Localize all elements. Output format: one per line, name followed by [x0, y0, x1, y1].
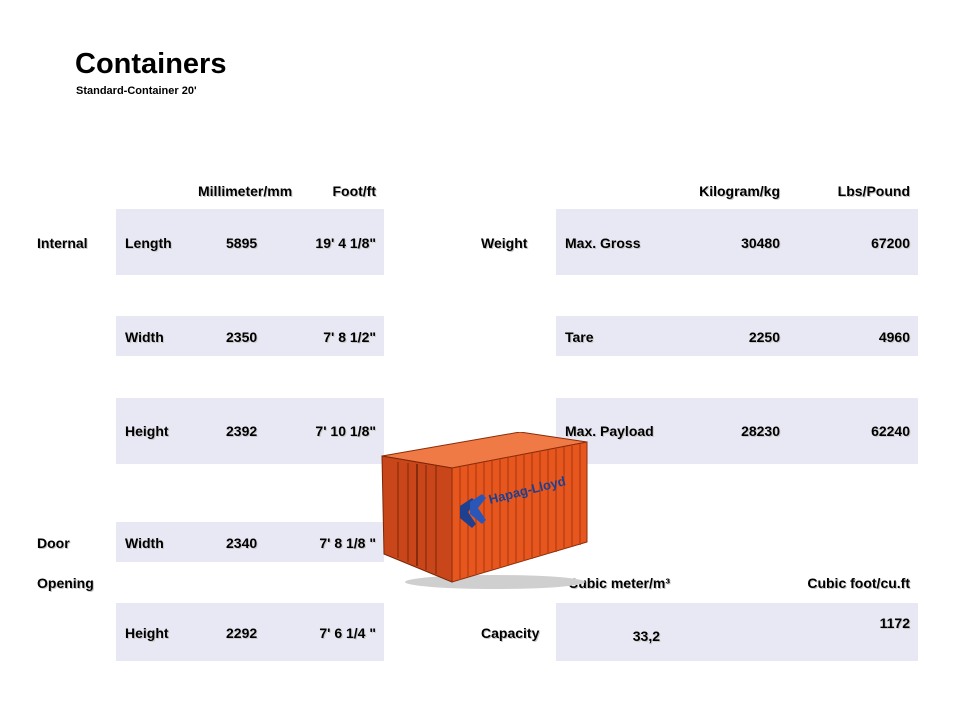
- row-mm: 2292: [226, 625, 258, 641]
- capacity-m3-value: 33,2: [632, 628, 660, 644]
- weight-row-lbs: 62240: [871, 423, 910, 439]
- row-name: Length: [125, 235, 172, 251]
- header-millimeter: Millimeter/mm: [198, 183, 293, 199]
- weight-row-name: Max. Gross: [565, 235, 641, 251]
- cell-bg-max-gross: [556, 209, 918, 275]
- label-capacity: Capacity: [481, 625, 540, 641]
- header-lbs: Lbs/Pound: [837, 183, 910, 199]
- cell-bg-capacity: [556, 603, 918, 661]
- container-door-bars: [397, 462, 437, 574]
- row-mm: 2392: [226, 423, 258, 439]
- row-ft: 7' 8 1/2": [323, 329, 376, 345]
- label-door: Door: [37, 535, 70, 551]
- cell-bg-length: [116, 209, 384, 275]
- weight-row-lbs: 4960: [878, 329, 910, 345]
- container-corrugation: [459, 444, 581, 580]
- shipping-container-icon: Hapag-Lloyd: [381, 432, 588, 589]
- weight-row-kg: 30480: [741, 235, 780, 251]
- header-cubic-foot: Cubic foot/cu.ft: [807, 575, 910, 591]
- weight-row-name: Max. Payload: [565, 423, 654, 439]
- cell-bg-door-height: [116, 603, 384, 661]
- cell-bg-max-payload: [556, 398, 918, 464]
- weight-row-lbs: 67200: [871, 235, 910, 251]
- cell-bg-door-width: [116, 522, 384, 562]
- cell-bg-width: [116, 316, 384, 356]
- row-mm: 2340: [226, 535, 258, 551]
- weight-row-name: Tare: [565, 329, 594, 345]
- container-shadow: [405, 575, 585, 589]
- weight-row-kg: 28230: [741, 423, 780, 439]
- row-name: Height: [125, 625, 169, 641]
- row-ft: 7' 10 1/8": [315, 423, 376, 439]
- cell-bg-height: [116, 398, 384, 464]
- header-kilogram: Kilogram/kg: [699, 183, 780, 199]
- cell-bg-tare: [556, 316, 918, 356]
- header-foot: Foot/ft: [332, 183, 376, 199]
- label-internal: Internal: [37, 235, 88, 251]
- row-ft: 7' 8 1/8 ": [319, 535, 376, 551]
- label-weight: Weight: [481, 235, 528, 251]
- header-cubic-meter: Cubic meter/m³: [568, 575, 670, 591]
- row-ft: 19' 4 1/8": [315, 235, 376, 251]
- container-side: [451, 441, 588, 583]
- page-title: Containers: [75, 48, 227, 80]
- row-ft: 7' 6 1/4 ": [319, 625, 376, 641]
- row-mm: 5895: [226, 235, 258, 251]
- row-mm: 2350: [226, 329, 258, 345]
- capacity-cuft-value: 1172: [879, 615, 910, 631]
- row-name: Height: [125, 423, 169, 439]
- page-subtitle: Standard-Container 20': [76, 85, 197, 97]
- weight-row-kg: 2250: [748, 329, 780, 345]
- label-opening: Opening: [37, 575, 94, 591]
- row-name: Width: [125, 535, 164, 551]
- row-name: Width: [125, 329, 164, 345]
